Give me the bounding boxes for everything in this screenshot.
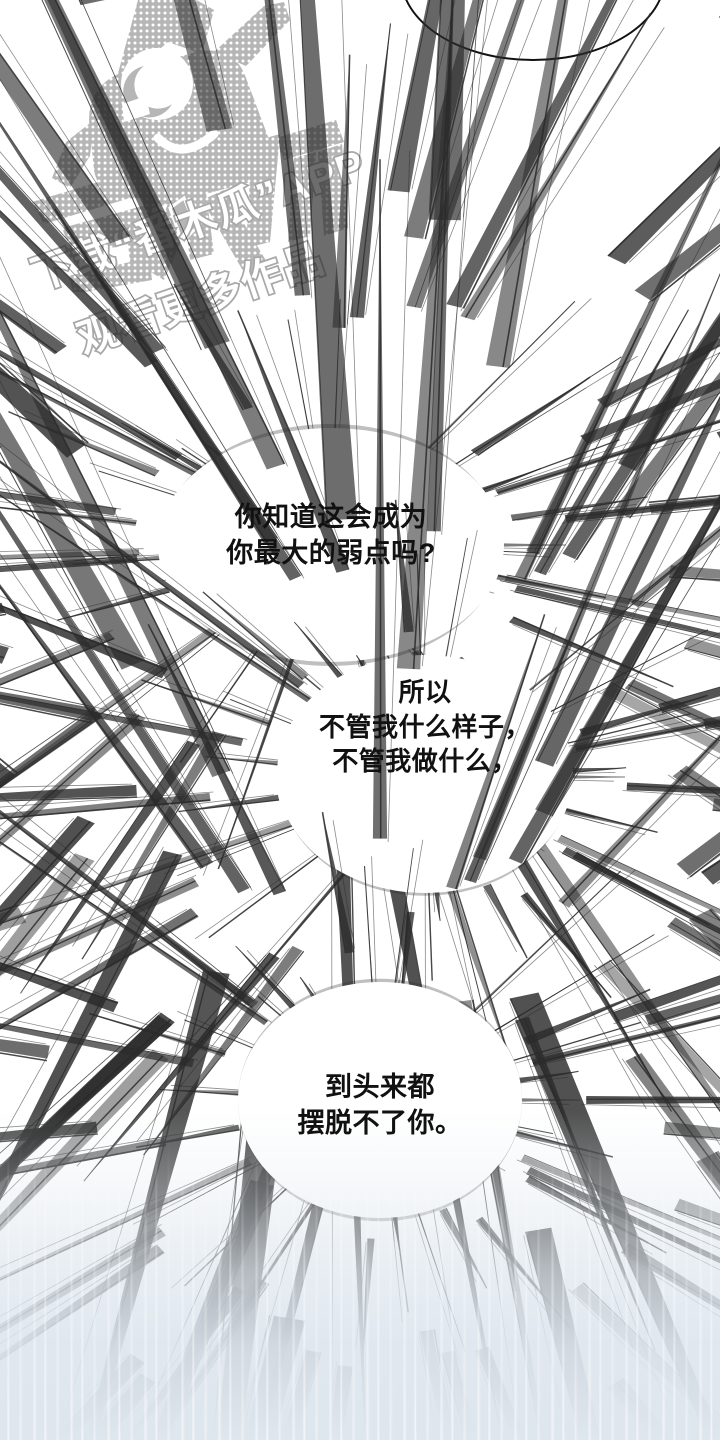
- speech-bubble-1-text: 你知道这会成为 你最大的弱点吗?: [96, 500, 566, 572]
- bubble-1-line-1: 你知道这会成为: [234, 502, 428, 532]
- speech-bubble-3-text: 到头来都 摆脱不了你。: [180, 1070, 580, 1142]
- bubble-2-line-3: 不管我做什么，: [332, 746, 518, 777]
- bubble-3-line-2: 摆脱不了你。: [297, 1107, 463, 1138]
- bubble-2-line-1: 所以: [398, 677, 452, 707]
- speech-bubble-2-text: 所以 不管我什么样子， 不管我做什么，: [225, 675, 625, 779]
- bubble-2-line-2: 不管我什么样子，: [318, 711, 531, 742]
- bubble-3-line-1: 到头来都: [325, 1072, 435, 1102]
- bubble-1-line-2: 你最大的弱点吗?: [226, 537, 436, 568]
